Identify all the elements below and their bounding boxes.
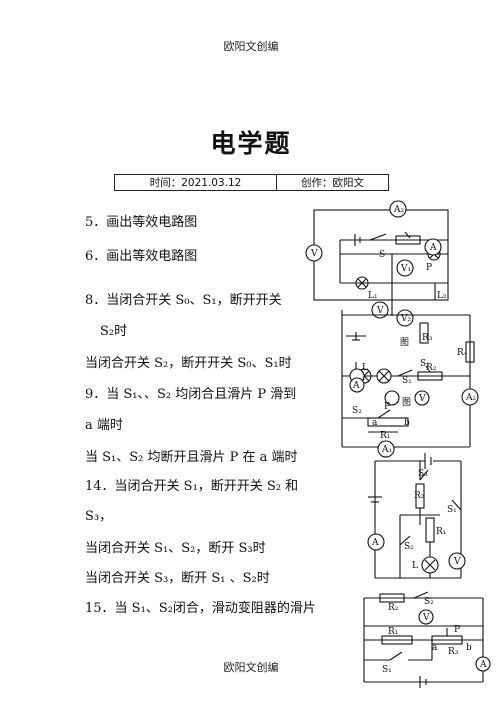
voltmeter-v-icon — [448, 552, 466, 570]
label-s1: S₁ — [420, 359, 430, 369]
label-s3: S₃ — [418, 469, 428, 479]
meta-author: 创作：欧阳文 — [276, 174, 389, 191]
voltmeter-v2-icon — [396, 309, 414, 327]
question-line: 当 S₁、S₂ 均断开且滑片 P 在 a 端时 — [85, 450, 298, 465]
ammeter-a-icon — [424, 238, 442, 256]
question-line: 8．当闭合开关 S₀、S₁，断开开关 — [85, 293, 282, 308]
ammeter-a-icon — [349, 377, 365, 393]
label-a: A — [479, 660, 487, 670]
label-v: V — [422, 613, 430, 623]
label-p: P — [426, 263, 432, 273]
voltmeter-v-icon — [384, 390, 400, 406]
label-a: A — [429, 243, 437, 253]
label-s1: S₁ — [382, 665, 392, 675]
label-l2: L₂ — [437, 291, 447, 301]
question-line: 6．画出等效电路图 — [85, 249, 198, 264]
label-r2: R₂ — [388, 603, 399, 613]
label-l: L — [362, 363, 368, 373]
label-l1: L₁ — [368, 291, 378, 301]
label-a: A — [352, 381, 360, 391]
label-a2: A₂ — [393, 205, 404, 215]
label-caption: 图 — [400, 337, 409, 348]
label-v: V — [310, 249, 318, 259]
question-line: 5．画出等效电路图 — [85, 215, 198, 230]
meta-time: 时间：2021.03.12 — [113, 174, 278, 191]
ammeter-a-icon — [475, 656, 491, 672]
label-r3: R₃ — [448, 647, 459, 657]
question-line: 当闭合开关 S₂，断开开关 S₀、S₁时 — [85, 356, 292, 371]
label-a-end: a — [432, 643, 438, 653]
label-r4: R₄ — [457, 348, 468, 358]
circuit-figure-14 — [368, 453, 462, 579]
label-s: S — [379, 250, 385, 260]
label-s1: S₁ — [402, 376, 412, 386]
voltmeter-v-icon — [305, 244, 323, 262]
label-s2: S₂ — [404, 542, 414, 552]
label-p: P — [384, 402, 390, 412]
label-r1: R₁ — [380, 431, 390, 441]
label-v: V — [418, 394, 426, 404]
label-a2: A₂ — [465, 393, 476, 403]
question-line: S₃， — [85, 509, 113, 524]
voltmeter-v-icon — [418, 609, 434, 625]
question-line: 当闭合开关 S₃，断开 S₁ 、S₂时 — [85, 571, 270, 586]
label-v: V — [376, 306, 384, 316]
label-s2: S₂ — [424, 597, 434, 607]
label-p: P — [454, 625, 460, 635]
voltmeter-v1-icon — [396, 259, 414, 277]
label-a: A — [371, 538, 379, 548]
question-line: 9．当 S₁、、S₂ 均闭合且滑片 P 滑到 — [85, 387, 297, 402]
label-v2: V₂ — [400, 314, 411, 324]
page-title: 电学题 — [210, 129, 292, 158]
ammeter-a1-icon — [377, 440, 395, 458]
label-s2: S₂ — [352, 406, 362, 416]
page-footer: 欧阳文创编 — [223, 661, 279, 674]
label-caption: 图 — [402, 397, 411, 408]
ammeter-a2-icon — [389, 200, 407, 218]
label-b-end: b — [404, 418, 410, 428]
label-r1: R₁ — [388, 627, 398, 637]
label-r3: R₃ — [422, 333, 433, 343]
label-l: L — [412, 561, 418, 571]
meta-table: 时间：2021.03.12 创作：欧阳文 — [113, 174, 389, 191]
label-r2: R₂ — [414, 491, 425, 501]
label-v: V — [453, 557, 461, 567]
label-s1: S₁ — [447, 505, 457, 515]
question-line: 当闭合开关 S₁、S₂，断开 S₃时 — [85, 541, 266, 556]
label-v1: V₁ — [400, 264, 411, 274]
question-line: 15．当 S₁、S₂闭合，滑动变阻器的滑片 — [85, 601, 316, 616]
page-header: 欧阳文创编 — [223, 40, 279, 53]
question-line: a 端时 — [85, 418, 123, 433]
label-r2: R₂ — [426, 363, 437, 373]
ammeter-a-icon — [367, 533, 385, 551]
voltmeter-v-icon — [371, 301, 389, 319]
voltmeter-v-icon — [414, 390, 430, 406]
ammeter-a2-icon — [461, 388, 479, 406]
label-b-end: b — [466, 643, 472, 653]
question-line: 14．当闭合开关 S₁，断开开关 S₂ 和 — [85, 479, 299, 494]
question-line: S₂时 — [100, 324, 128, 339]
label-a-end: a — [372, 418, 378, 428]
label-a1: A₁ — [381, 445, 392, 455]
label-r1: R₁ — [436, 527, 446, 537]
